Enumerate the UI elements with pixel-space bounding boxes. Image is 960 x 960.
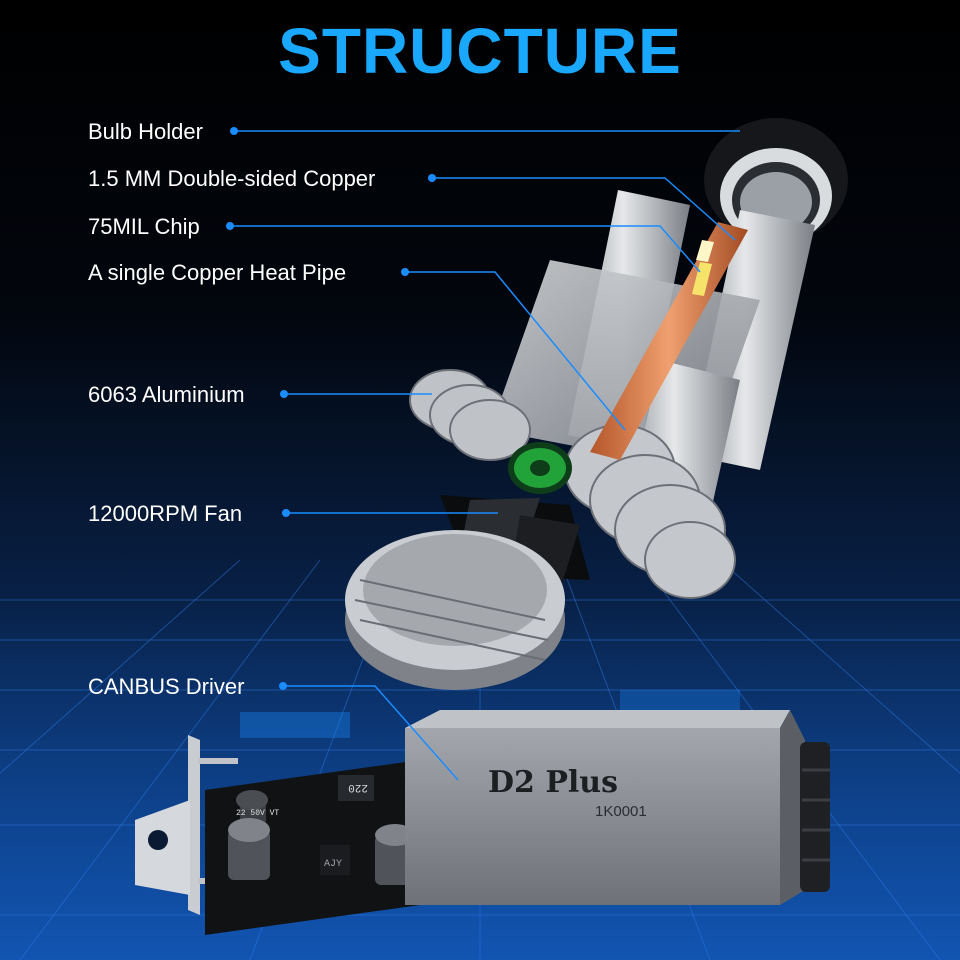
leader-canbus-driver (283, 685, 459, 781)
dot-fan (282, 509, 290, 517)
leader-heat-pipe (405, 271, 626, 431)
callout-label-canbus-driver: CANBUS Driver (88, 674, 245, 699)
leader-chip (230, 225, 701, 273)
dot-aluminium (280, 390, 288, 398)
driver-model-text: 1K0001 (595, 803, 647, 820)
dot-heat-pipe (401, 268, 409, 276)
capacitor-marking-text: 22 50V VT (236, 809, 279, 818)
callout-label-fan: 12000RPM Fan (88, 501, 243, 526)
callout-leaders (230, 130, 740, 781)
page-title: STRUCTURE (278, 15, 682, 87)
callout-label-aluminium: 6063 Aluminium (88, 382, 245, 407)
callout-label-copper-board: 1.5 MM Double-sided Copper (88, 166, 376, 191)
inductor-code-text: 220 (348, 781, 368, 793)
callout-label-bulb-holder: Bulb Holder (88, 119, 203, 144)
callout-label-chip: 75MIL Chip (88, 214, 200, 239)
leader-copper-board (432, 177, 736, 241)
knurled-ring-part (345, 530, 565, 690)
dot-bulb-holder (230, 127, 238, 135)
callout-dots (226, 127, 436, 690)
canbus-driver-part: D2 Plus 1K0001 220 AJY 22 50V VT (135, 710, 830, 935)
green-pcb-part (508, 442, 572, 494)
dot-canbus-driver (279, 682, 287, 690)
callout-label-heat-pipe: A single Copper Heat Pipe (88, 260, 347, 285)
dot-chip (226, 222, 234, 230)
copper-heat-pipe-part (590, 222, 748, 460)
dot-copper-board (428, 174, 436, 182)
chip-marking-text: AJY (324, 859, 342, 870)
driver-brand-text: D2 Plus (488, 765, 618, 800)
